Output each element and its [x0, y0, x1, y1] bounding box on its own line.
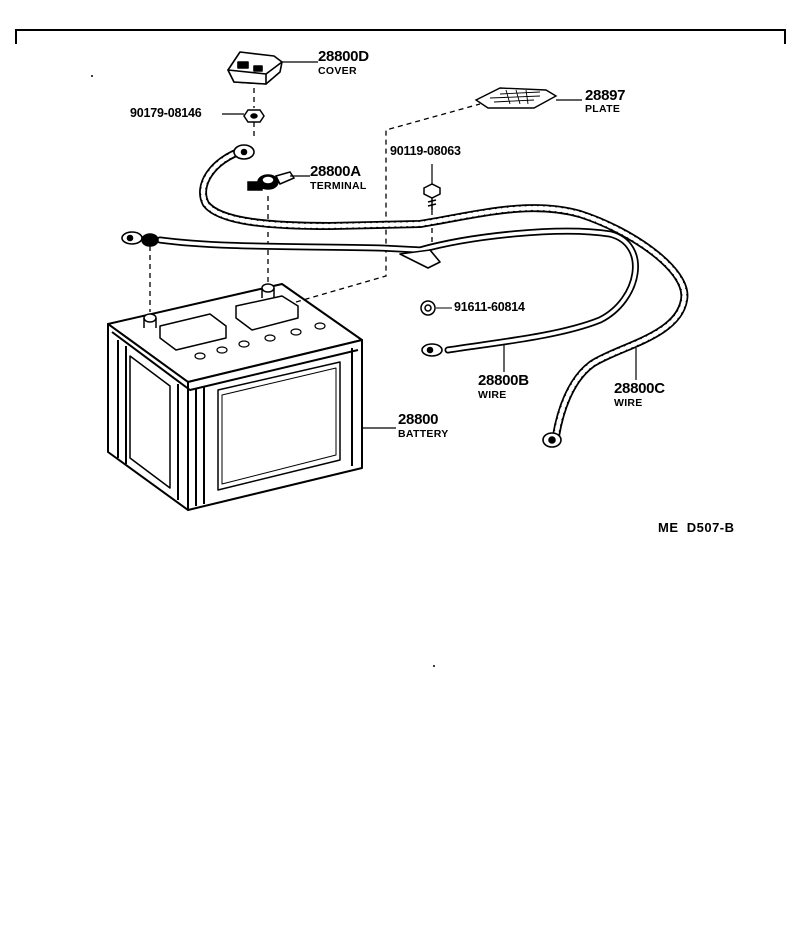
- battery-part-number: 28800: [398, 411, 439, 428]
- wire-c-part: [199, 144, 689, 448]
- terminal-part-name: TERMINAL: [310, 180, 367, 192]
- wire-b-part-number: 28800B: [478, 372, 529, 389]
- nut-part: [243, 109, 265, 123]
- terminal-part-number: 28800A: [310, 163, 361, 180]
- wire-b-part: [121, 227, 639, 357]
- terminal-part: [247, 171, 296, 191]
- plate-part: [474, 87, 558, 109]
- diagram-code: ME D507-B: [658, 520, 735, 535]
- plate-part-name: PLATE: [585, 103, 621, 115]
- battery-illustration: [107, 283, 363, 511]
- nut-part-number: 90179-08146: [130, 106, 202, 120]
- wire-c-part-name: WIRE: [614, 397, 643, 409]
- cover-part: [227, 51, 283, 85]
- wire-c-part-number: 28800C: [614, 380, 665, 397]
- frame-bracket: [15, 29, 786, 44]
- cover-part-name: COVER: [318, 65, 357, 77]
- clip-part: [420, 300, 452, 316]
- bolt-part: [423, 183, 441, 210]
- wire-b-part-name: WIRE: [478, 389, 507, 401]
- battery-part-name: BATTERY: [398, 428, 449, 440]
- leader-lines: [222, 61, 637, 429]
- guide-lines: [149, 88, 481, 312]
- clip-part-number: 91611-60814: [454, 300, 525, 314]
- plate-part-number: 28897: [585, 87, 626, 104]
- bolt-part-number: 90119-08063: [390, 144, 461, 158]
- cover-part-number: 28800D: [318, 48, 369, 65]
